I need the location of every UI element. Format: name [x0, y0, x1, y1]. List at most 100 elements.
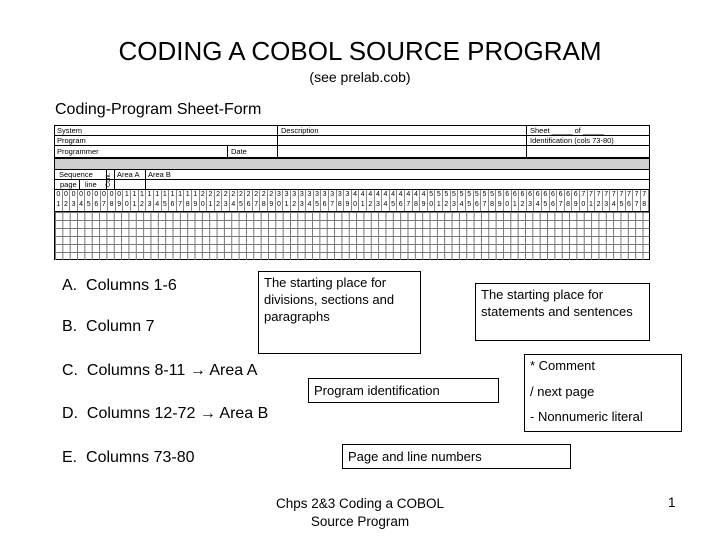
column-number: 0 7	[101, 190, 109, 211]
column-number: 2 6	[245, 190, 253, 211]
identification-label: Identification (cols 73-80)	[530, 136, 614, 145]
column-number: 7 0	[580, 190, 588, 211]
column-number: 6 4	[534, 190, 542, 211]
column-number: 4 0	[352, 190, 360, 211]
column-number: 4 7	[405, 190, 413, 211]
program-id-callout: Program identification	[308, 378, 499, 403]
column-number: 0 8	[108, 190, 116, 211]
column-number: 6 3	[527, 190, 535, 211]
column-number: 6 7	[557, 190, 565, 211]
column-number: 7 6	[626, 190, 634, 211]
column-number: 7 4	[610, 190, 619, 211]
item-text: Column 7	[86, 318, 155, 335]
column-number: 6 1	[512, 190, 520, 211]
form-heading: Coding-Program Sheet-Form	[55, 101, 262, 118]
item-text: Columns 12-72	[86, 405, 196, 422]
column-number: 2 1	[207, 190, 215, 211]
column-number: 3 6	[321, 190, 329, 211]
description-label: Description	[281, 126, 319, 135]
column-number: 6 5	[542, 190, 550, 211]
sheet-of-label: Sheet _____ of _____	[530, 126, 604, 135]
column-number: 5 6	[474, 190, 482, 211]
column-number: 7 8	[641, 190, 649, 211]
column-number: 5 3	[451, 190, 459, 211]
column-7-callout	[524, 354, 682, 431]
item-a: A. Columns 1-6	[62, 277, 177, 295]
item-letter: B.	[62, 318, 78, 335]
divider	[106, 170, 107, 190]
column-number: 2 2	[215, 190, 223, 211]
column-number: 5 8	[489, 190, 497, 211]
column-number: 4 3	[375, 190, 383, 211]
area-b-callout: The starting place for statements and se…	[475, 283, 650, 341]
column-number: 7 7	[633, 190, 641, 211]
column-number: 1 7	[177, 190, 185, 211]
column-number: 3 4	[306, 190, 314, 211]
column-number: 7 1	[588, 190, 596, 211]
column-number: 0 6	[93, 190, 101, 211]
area-b-label: Area B	[148, 170, 171, 179]
slide-subtitle: (see prelab.cob)	[309, 69, 411, 85]
column-number: 2 5	[238, 190, 246, 211]
item-target: Area B	[219, 405, 269, 422]
comment-indicator: * Comment	[530, 358, 596, 373]
column-number: 6 8	[565, 190, 573, 211]
column-number: 1 2	[139, 190, 147, 211]
column-number: 1 1	[131, 190, 139, 211]
column-number: 1 3	[146, 190, 154, 211]
column-number: 7 5	[618, 190, 626, 211]
slide-title: CODING A COBOL SOURCE PROGRAM	[118, 36, 602, 66]
item-target: Area A	[209, 362, 258, 379]
column-number: 3 8	[337, 190, 345, 211]
column-number: 2 9	[268, 190, 276, 211]
column-number: 1 8	[184, 190, 192, 211]
divider	[526, 126, 527, 158]
column-number: 5 1	[435, 190, 444, 211]
item-letter: E.	[62, 449, 78, 466]
column-number: 1 4	[154, 190, 162, 211]
column-number: 4 1	[359, 190, 367, 211]
next-page-indicator: / next page	[530, 384, 595, 399]
coding-grid	[55, 212, 649, 260]
item-c: C. Columns 8-11 → Area A	[62, 362, 257, 380]
column-number: 4 6	[397, 190, 406, 211]
column-number: 5 7	[481, 190, 489, 211]
column-number: 5 4	[458, 190, 466, 211]
column-number: 2 7	[253, 190, 261, 211]
sheet-row-areas: Sequence Cont. Area A Area B	[55, 170, 649, 190]
column-number: 3 2	[291, 190, 299, 211]
column-number: 5 9	[496, 190, 504, 211]
date-label: Date	[231, 147, 247, 156]
column-number: 5 0	[428, 190, 436, 211]
nonnumeric-literal-indicator: - Nonnumeric literal	[530, 409, 643, 424]
divider	[227, 146, 228, 158]
page-line-callout: Page and line numbers	[342, 444, 571, 469]
column-number: 6 9	[572, 190, 581, 211]
column-number: 1 5	[162, 190, 170, 211]
column-number: 3 3	[299, 190, 307, 211]
column-number: 5 5	[466, 190, 474, 211]
column-number: 3 9	[344, 190, 352, 211]
column-number: 3 7	[329, 190, 337, 211]
column-number: 2 8	[260, 190, 269, 211]
column-number: 4 9	[420, 190, 428, 211]
area-a-label: Area A	[117, 170, 140, 179]
sheet-row-system: System Description Sheet _____ of _____	[55, 126, 649, 158]
line-label: line	[85, 180, 97, 189]
column-number: 3 1	[283, 190, 291, 211]
column-number: 0 4	[78, 190, 86, 211]
program-label: Program	[57, 136, 86, 145]
column-number: 1 9	[192, 190, 200, 211]
item-letter: C.	[62, 362, 78, 379]
column-number: 4 4	[382, 190, 390, 211]
column-number: 3 5	[314, 190, 322, 211]
item-b: B. Column 7	[62, 318, 155, 336]
item-d: D. Columns 12-72 → Area B	[62, 405, 268, 423]
column-number: 6 2	[519, 190, 527, 211]
column-number: 7 2	[595, 190, 603, 211]
sheet-row-program: Program Identification (cols 73-80)	[55, 136, 649, 146]
column-number: 7 3	[603, 190, 611, 211]
column-number: 0 9	[116, 190, 124, 211]
item-letter: A.	[62, 277, 78, 294]
slide-number: 1	[668, 495, 676, 510]
